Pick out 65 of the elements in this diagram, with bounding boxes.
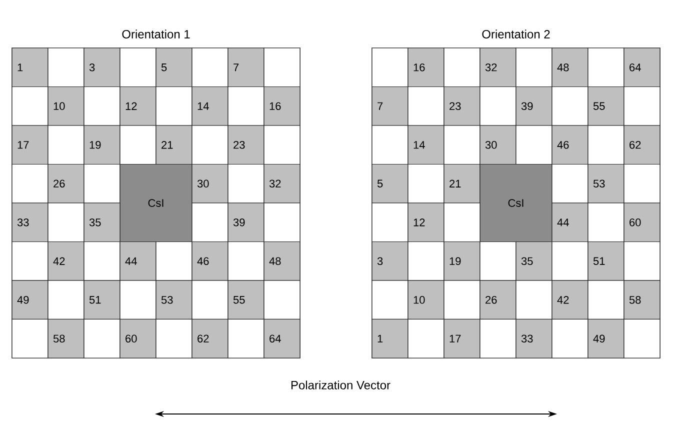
numbered-cell: 7 <box>372 86 408 126</box>
numbered-cell: 3 <box>84 48 120 88</box>
numbered-cell: 32 <box>264 164 300 204</box>
numbered-cell: 46 <box>192 241 228 281</box>
numbered-cell: 5 <box>156 48 192 88</box>
numbered-cell: 3 <box>372 241 408 281</box>
numbered-cell: 64 <box>624 48 660 88</box>
numbered-cell: 19 <box>84 125 120 165</box>
center-block: CsI <box>120 164 192 242</box>
numbered-cell: 26 <box>48 164 84 204</box>
numbered-cell: 46 <box>552 125 588 165</box>
numbered-cell: 16 <box>408 48 444 88</box>
numbered-cell: 55 <box>588 86 624 126</box>
numbered-cell: 58 <box>624 280 660 320</box>
numbered-cell: 30 <box>192 164 228 204</box>
numbered-cell: 12 <box>120 86 156 126</box>
numbered-cell: 39 <box>516 86 552 126</box>
numbered-cell: 48 <box>264 241 300 281</box>
numbered-cell: 48 <box>552 48 588 88</box>
numbered-cell: 64 <box>264 318 300 358</box>
numbered-cell: 26 <box>480 280 516 320</box>
numbered-cell: 51 <box>84 280 120 320</box>
node-label: Orientation 2 <box>482 30 550 38</box>
numbered-cell: 58 <box>48 318 84 358</box>
numbered-cell: 21 <box>444 164 480 204</box>
numbered-cell: 53 <box>588 164 624 204</box>
numbered-cell: 23 <box>228 125 264 165</box>
numbered-cell: 49 <box>588 318 624 358</box>
numbered-cell: 12 <box>408 202 444 242</box>
numbered-cell: 42 <box>552 280 588 320</box>
numbered-cell: 44 <box>552 202 588 242</box>
numbered-cell: 16 <box>264 86 300 126</box>
numbered-cell: 62 <box>624 125 660 165</box>
numbered-cell: 19 <box>444 241 480 281</box>
numbered-cell: 17 <box>12 125 48 165</box>
numbered-cell: 1 <box>12 48 48 88</box>
numbered-cell: 14 <box>192 86 228 126</box>
numbered-cell: 21 <box>156 125 192 165</box>
caption-text: Polarization Vector <box>291 380 390 390</box>
numbered-cell: 35 <box>84 202 120 242</box>
numbered-cell: 44 <box>120 241 156 281</box>
numbered-cell: 33 <box>516 318 552 358</box>
numbered-cell: 51 <box>588 241 624 281</box>
numbered-cell: 35 <box>516 241 552 281</box>
numbered-cell: 62 <box>192 318 228 358</box>
center-block: CsI <box>480 164 552 242</box>
numbered-cell: 60 <box>120 318 156 358</box>
numbered-cell: 7 <box>228 48 264 88</box>
node-label: Orientation 1 <box>122 30 190 38</box>
numbered-cell: 14 <box>408 125 444 165</box>
numbered-cell: 10 <box>48 86 84 126</box>
numbered-cell: 53 <box>156 280 192 320</box>
numbered-cell: 32 <box>480 48 516 88</box>
numbered-cell: 49 <box>12 280 48 320</box>
numbered-cell: 23 <box>444 86 480 126</box>
numbered-cell: 42 <box>48 241 84 281</box>
numbered-cell: 33 <box>12 202 48 242</box>
numbered-cell: 17 <box>444 318 480 358</box>
numbered-cell: 60 <box>624 202 660 242</box>
numbered-cell: 55 <box>228 280 264 320</box>
numbered-cell: 30 <box>480 125 516 165</box>
numbered-cell: 39 <box>228 202 264 242</box>
numbered-cell: 5 <box>372 164 408 204</box>
numbered-cell: 10 <box>408 280 444 320</box>
numbered-cell: 1 <box>372 318 408 358</box>
